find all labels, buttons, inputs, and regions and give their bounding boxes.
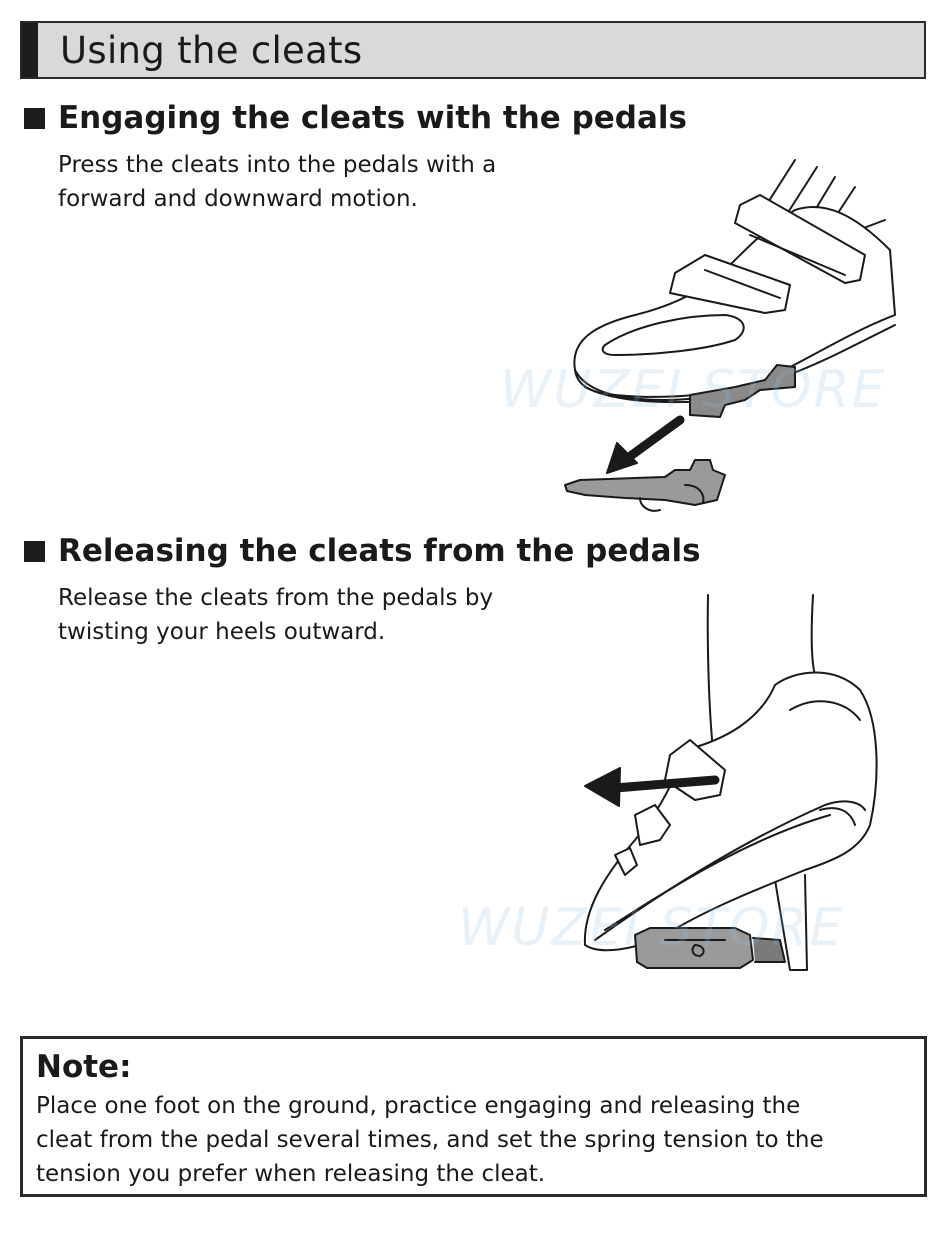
paragraph-line: forward and downward motion. (58, 186, 418, 212)
note-text: Place one foot on the ground, practice e… (36, 1089, 824, 1191)
note-line: Place one foot on the ground, practice e… (36, 1093, 801, 1119)
note-title: Note: (36, 1049, 132, 1085)
section-engage-paragraph: Press the cleats into the pedals with a … (58, 148, 558, 216)
section-heading-engage: Engaging the cleats with the pedals (24, 100, 687, 136)
paragraph-line: twisting your heels outward. (58, 619, 386, 645)
page-title: Using the cleats (60, 29, 363, 72)
section-heading-release-text: Releasing the cleats from the pedals (58, 533, 701, 569)
section-heading-engage-text: Engaging the cleats with the pedals (58, 100, 687, 136)
paragraph-line: Press the cleats into the pedals with a (58, 152, 497, 178)
section-release-paragraph: Release the cleats from the pedals by tw… (58, 581, 558, 649)
watermark-text: WUZEI STORE (458, 898, 845, 958)
title-accent-bar (22, 23, 38, 77)
paragraph-line: Release the cleats from the pedals by (58, 585, 494, 611)
note-box: Note: Place one foot on the ground, prac… (20, 1036, 927, 1197)
watermark-text: WUZEI STORE (500, 360, 887, 420)
note-line: cleat from the pedal several times, and … (36, 1127, 824, 1153)
section-heading-release: Releasing the cleats from the pedals (24, 533, 701, 569)
bullet-square-icon (24, 107, 45, 129)
note-line: tension you prefer when releasing the cl… (36, 1161, 546, 1187)
shoe-releasing-pedal-illustration (583, 594, 878, 971)
page-title-bar: Using the cleats (20, 21, 926, 79)
shoe-engaging-pedal-illustration (564, 159, 896, 512)
bullet-square-icon (24, 540, 45, 562)
